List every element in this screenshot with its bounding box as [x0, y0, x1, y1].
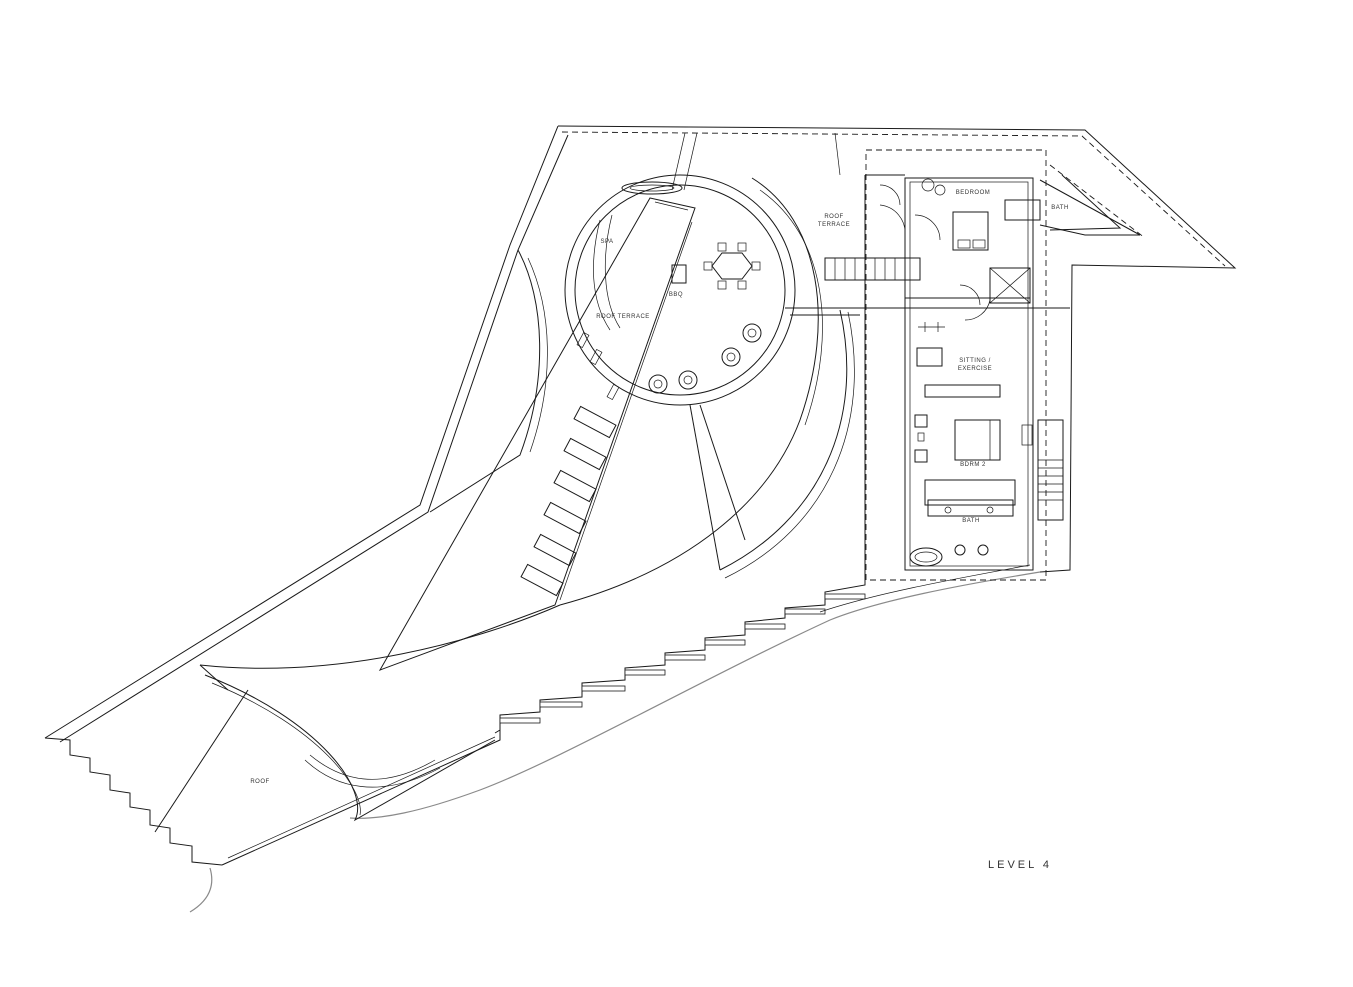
diagonal-terrace — [378, 197, 696, 671]
stepped-walls — [349, 175, 1041, 819]
interior-furniture — [879, 178, 1033, 567]
sun-loungers — [520, 331, 620, 597]
stairs — [824, 257, 1064, 521]
circular-terrace — [199, 177, 855, 669]
spa-pool — [564, 174, 796, 406]
label-bath-lower: BATH — [962, 518, 980, 524]
label-bdrm2: BDRM 2 — [960, 462, 986, 468]
level-label: LEVEL 4 — [988, 859, 1052, 871]
label-bath-upper: BATH — [1051, 205, 1069, 211]
site-boundary — [44, 125, 1237, 743]
label-spa: SPA — [600, 239, 613, 245]
label-roof-terrace-main: ROOF TERRACE — [596, 314, 650, 320]
label-bbq: BBQ — [669, 292, 683, 298]
lower-roof-wing — [44, 664, 501, 913]
dining-table — [703, 242, 761, 290]
label-roof-terrace-upper-2: TERRACE — [818, 222, 850, 228]
building-footprint — [785, 149, 1146, 581]
room-labels: ROOF TERRACE ROOF TERRACE SPA BBQ BEDROO… — [250, 190, 1068, 785]
label-sitting-2: EXERCISE — [958, 366, 992, 372]
label-sitting-1: SITTING / — [959, 358, 991, 364]
label-bedroom: BEDROOM — [956, 190, 991, 196]
label-roof-terrace-upper-1: ROOF — [824, 214, 843, 220]
label-roof: ROOF — [250, 779, 269, 785]
lounge-chairs — [648, 323, 762, 394]
